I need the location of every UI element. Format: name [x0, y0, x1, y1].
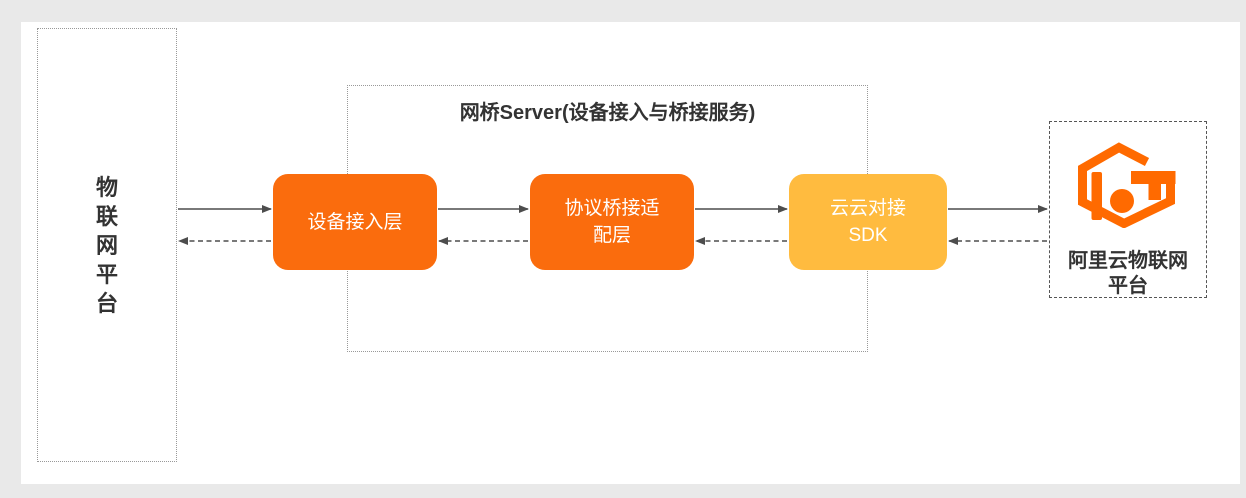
- protocol-bridge-adapter-box: 协议桥接适 配层: [530, 174, 694, 270]
- protocol-bridge-adapter-label-line1: 协议桥接适: [564, 198, 660, 219]
- aliyun-iot-platform-label-line1: 阿里云物联网: [1068, 250, 1188, 272]
- logo-t-glyph: [1131, 171, 1176, 200]
- logo-i-bar: [1091, 172, 1102, 220]
- iot-platform-label-char: 物: [95, 174, 118, 200]
- logo-o-dot: [1110, 189, 1134, 213]
- bridge-server-title: 网桥Server(设备接入与桥接服务): [459, 102, 756, 124]
- diagram-panel: 物 联 网 平 台 网桥Server(设备接入与桥接服务): [21, 22, 1240, 484]
- cloud-to-cloud-sdk-label-line2: SDK: [848, 225, 888, 246]
- cloud-to-cloud-sdk-box: 云云对接 SDK: [789, 174, 947, 270]
- iot-platform-label-char: 联: [95, 203, 118, 229]
- aliyun-iot-logo: [1078, 142, 1178, 233]
- protocol-bridge-adapter-label-line2: 配层: [592, 225, 631, 246]
- iot-platform-box: 物 联 网 平 台: [37, 28, 177, 462]
- aliyun-iot-platform-label-line2: 平台: [1108, 275, 1148, 297]
- flow-arrows: [178, 205, 1048, 245]
- logo-hexagon: [1078, 142, 1175, 229]
- aliyun-iot-platform-label: 阿里云物联网 平台: [1068, 249, 1188, 299]
- iot-platform-label-char: 网: [95, 232, 118, 258]
- cloud-to-cloud-sdk-label-line1: 云云对接: [829, 198, 906, 219]
- device-access-layer-label: 设备接入层: [307, 211, 403, 233]
- aliyun-iot-platform-box: 阿里云物联网 平台: [1049, 121, 1207, 298]
- iot-platform-label-char: 台: [95, 290, 118, 316]
- iot-platform-label-char: 平: [95, 261, 118, 287]
- aliyun-iot-logo-svg: [1078, 142, 1176, 229]
- device-access-layer-box: 设备接入层: [273, 174, 437, 270]
